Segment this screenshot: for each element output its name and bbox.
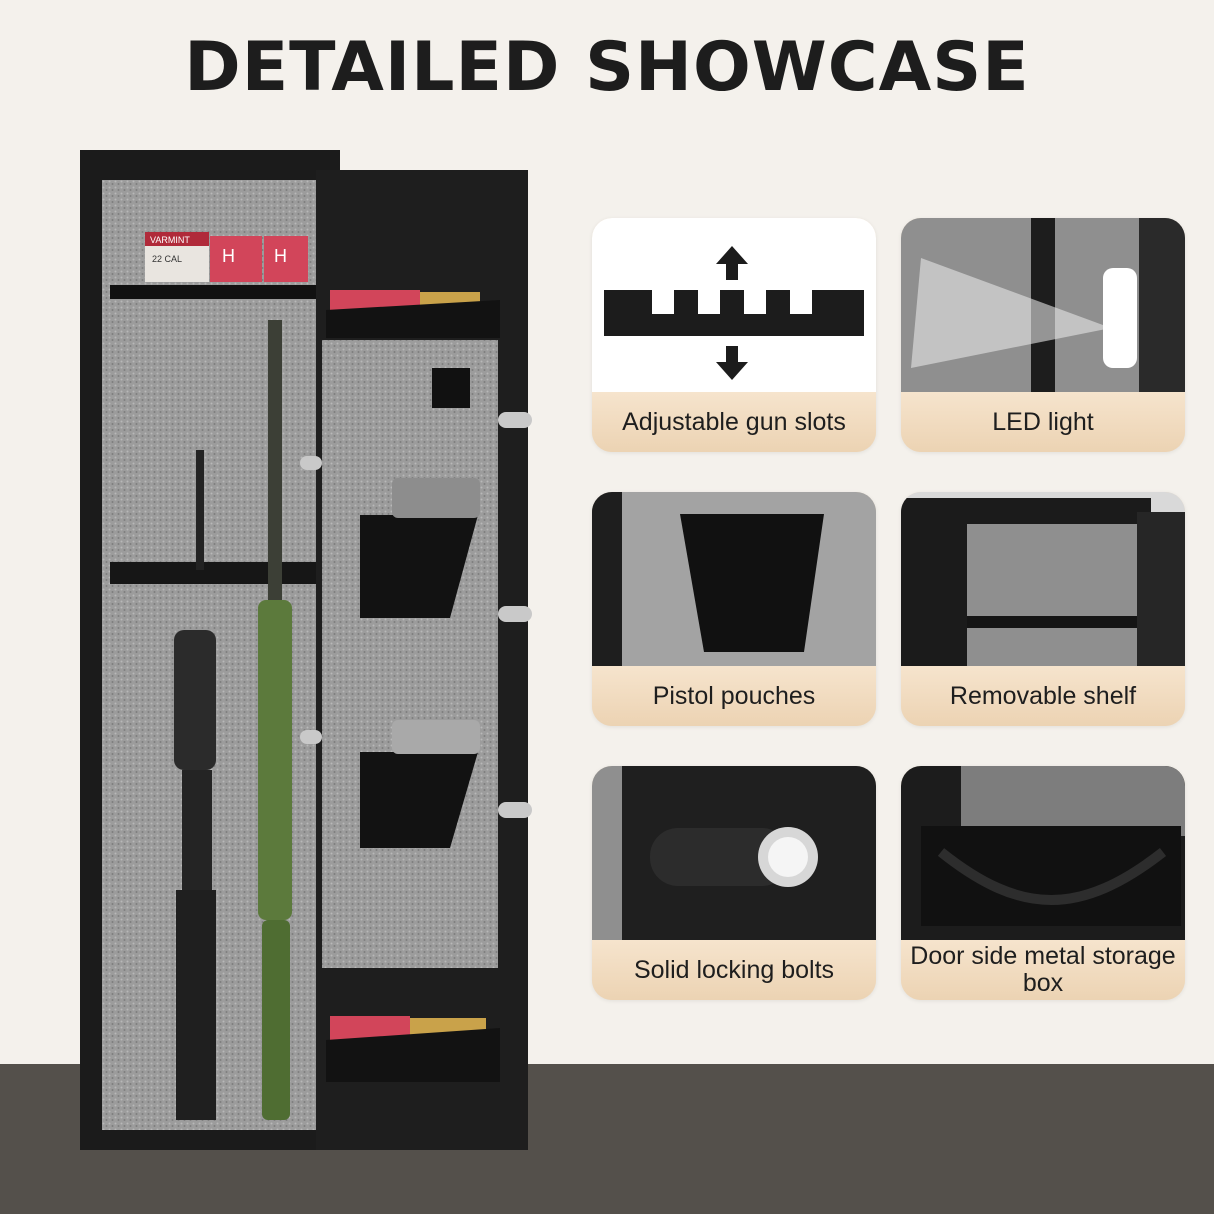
feature-caption: LED light [901, 392, 1185, 452]
svg-text:H: H [274, 246, 287, 266]
feature-caption: Adjustable gun slots [592, 392, 876, 452]
sniper-barrel [268, 320, 282, 600]
svg-text:H: H [222, 246, 235, 266]
feature-card-storage-box: Door side metal storage box [901, 766, 1185, 1000]
feature-caption: Pistol pouches [592, 666, 876, 726]
locking-bolt-icon [592, 766, 876, 940]
pistol-upper [392, 478, 480, 518]
pistol-pouch-upper [360, 515, 478, 618]
pistol-pouch-lower [360, 752, 478, 848]
gun-rack-bar [110, 562, 320, 584]
locking-bolt [498, 412, 532, 428]
feature-card-led-light: LED light [901, 218, 1185, 452]
locking-bolt [498, 606, 532, 622]
rifle-handguard [174, 630, 216, 770]
sniper-stock [258, 600, 292, 920]
feature-card-pistol-pouches: Pistol pouches [592, 492, 876, 726]
ammo-box [264, 236, 308, 282]
locking-bolt [498, 802, 532, 818]
feature-caption: Solid locking bolts [592, 940, 876, 1000]
door-latch-plate [432, 368, 470, 408]
rifle-barrel [196, 450, 204, 570]
led-light-icon [901, 218, 1185, 392]
feature-caption: Door side metal storage box [901, 940, 1185, 1000]
feature-card-gun-slots: Adjustable gun slots [592, 218, 876, 452]
pistol-pouch-icon [592, 492, 876, 666]
feature-caption: Removable shelf [901, 666, 1185, 726]
storage-box-icon [901, 766, 1185, 940]
page-title: DETAILED SHOWCASE [184, 28, 1030, 107]
shelf-icon [901, 492, 1185, 666]
door-storage-box-top [326, 300, 500, 338]
door-storage-box-bottom [326, 1028, 500, 1082]
ammo-box-label: VARMINT [150, 235, 190, 245]
ammo-box-caliber: 22 CAL [152, 254, 182, 264]
pistol-lower [392, 720, 480, 754]
gun-safe-illustration: VARMINT 22 CAL H H [80, 150, 532, 1150]
top-shelf [110, 285, 320, 299]
rifle-receiver [182, 770, 212, 890]
feature-card-locking-bolts: Solid locking bolts [592, 766, 876, 1000]
gun-rack-icon [592, 218, 876, 392]
door-felt-panel [322, 340, 498, 968]
ammo-box [210, 236, 262, 282]
feature-card-removable-shelf: Removable shelf [901, 492, 1185, 726]
rifle-stock [176, 890, 216, 1120]
